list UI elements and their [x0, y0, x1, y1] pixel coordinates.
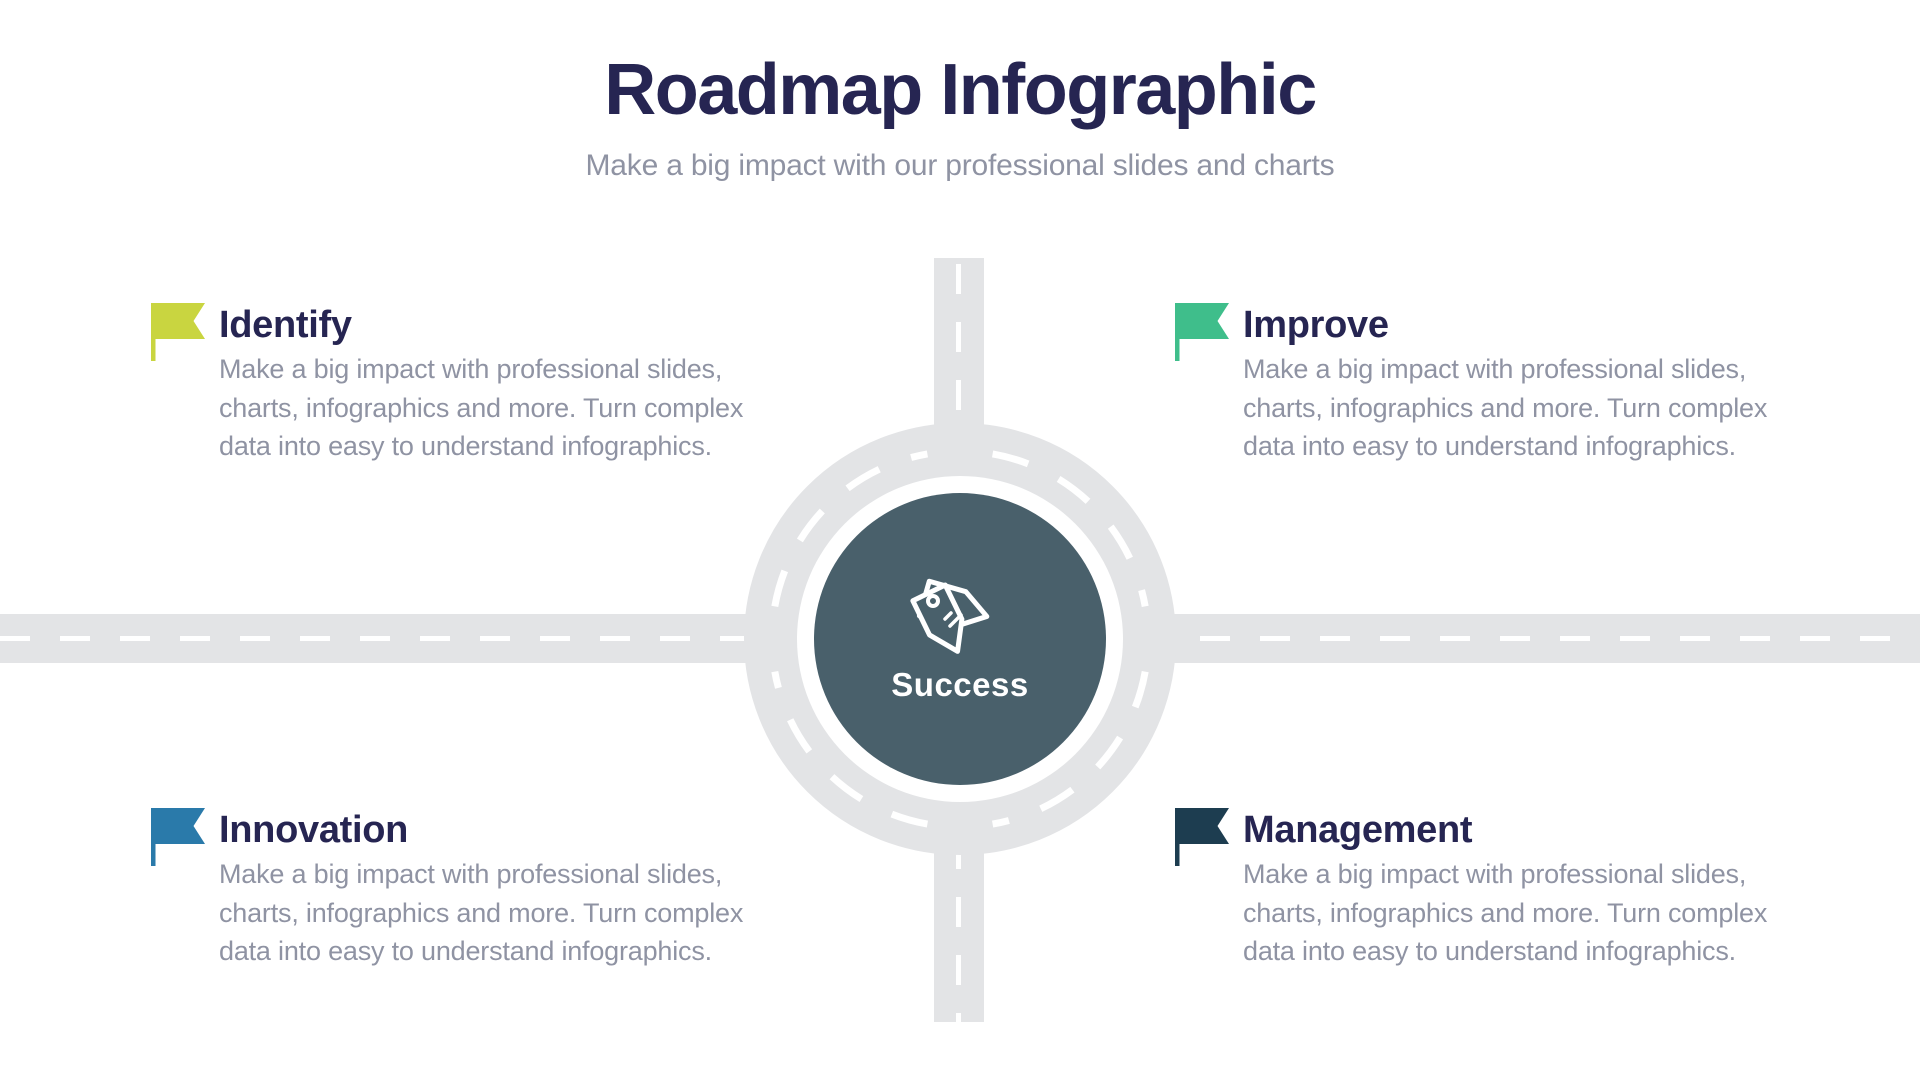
vertical-road-top [934, 258, 984, 508]
tag-dashes [943, 611, 963, 628]
page-subtitle: Make a big impact with our professional … [585, 149, 1335, 182]
item-title: Improve [1243, 304, 1389, 346]
flag-icon [1175, 808, 1229, 866]
roadmap-item-innovation: Innovation Make a big impact with profes… [151, 808, 791, 971]
road-center-line [956, 781, 961, 1022]
flag-icon [151, 808, 205, 866]
roadmap-item-management: Management Make a big impact with profes… [1175, 808, 1815, 971]
item-title: Innovation [219, 809, 409, 851]
flag-icon [1175, 303, 1229, 361]
vertical-road-bottom [934, 775, 984, 1022]
road-center-line [956, 264, 961, 508]
roadmap-item-improve: Improve Make a big impact with professio… [1175, 303, 1815, 466]
item-description: Make a big impact with professional slid… [1243, 354, 1768, 461]
tags-icon [910, 578, 990, 654]
center-label: Success [891, 666, 1029, 703]
tag-hole [926, 594, 940, 608]
flag-icon [151, 303, 205, 361]
page-title: Roadmap Infographic [604, 50, 1317, 130]
roadmap-item-identify: Identify Make a big impact with professi… [151, 303, 791, 466]
item-description: Make a big impact with professional slid… [219, 354, 744, 461]
front-tag [910, 582, 965, 654]
item-description: Make a big impact with professional slid… [219, 859, 744, 966]
item-title: Management [1243, 809, 1473, 851]
item-title: Identify [219, 304, 352, 346]
item-description: Make a big impact with professional slid… [1243, 859, 1768, 966]
